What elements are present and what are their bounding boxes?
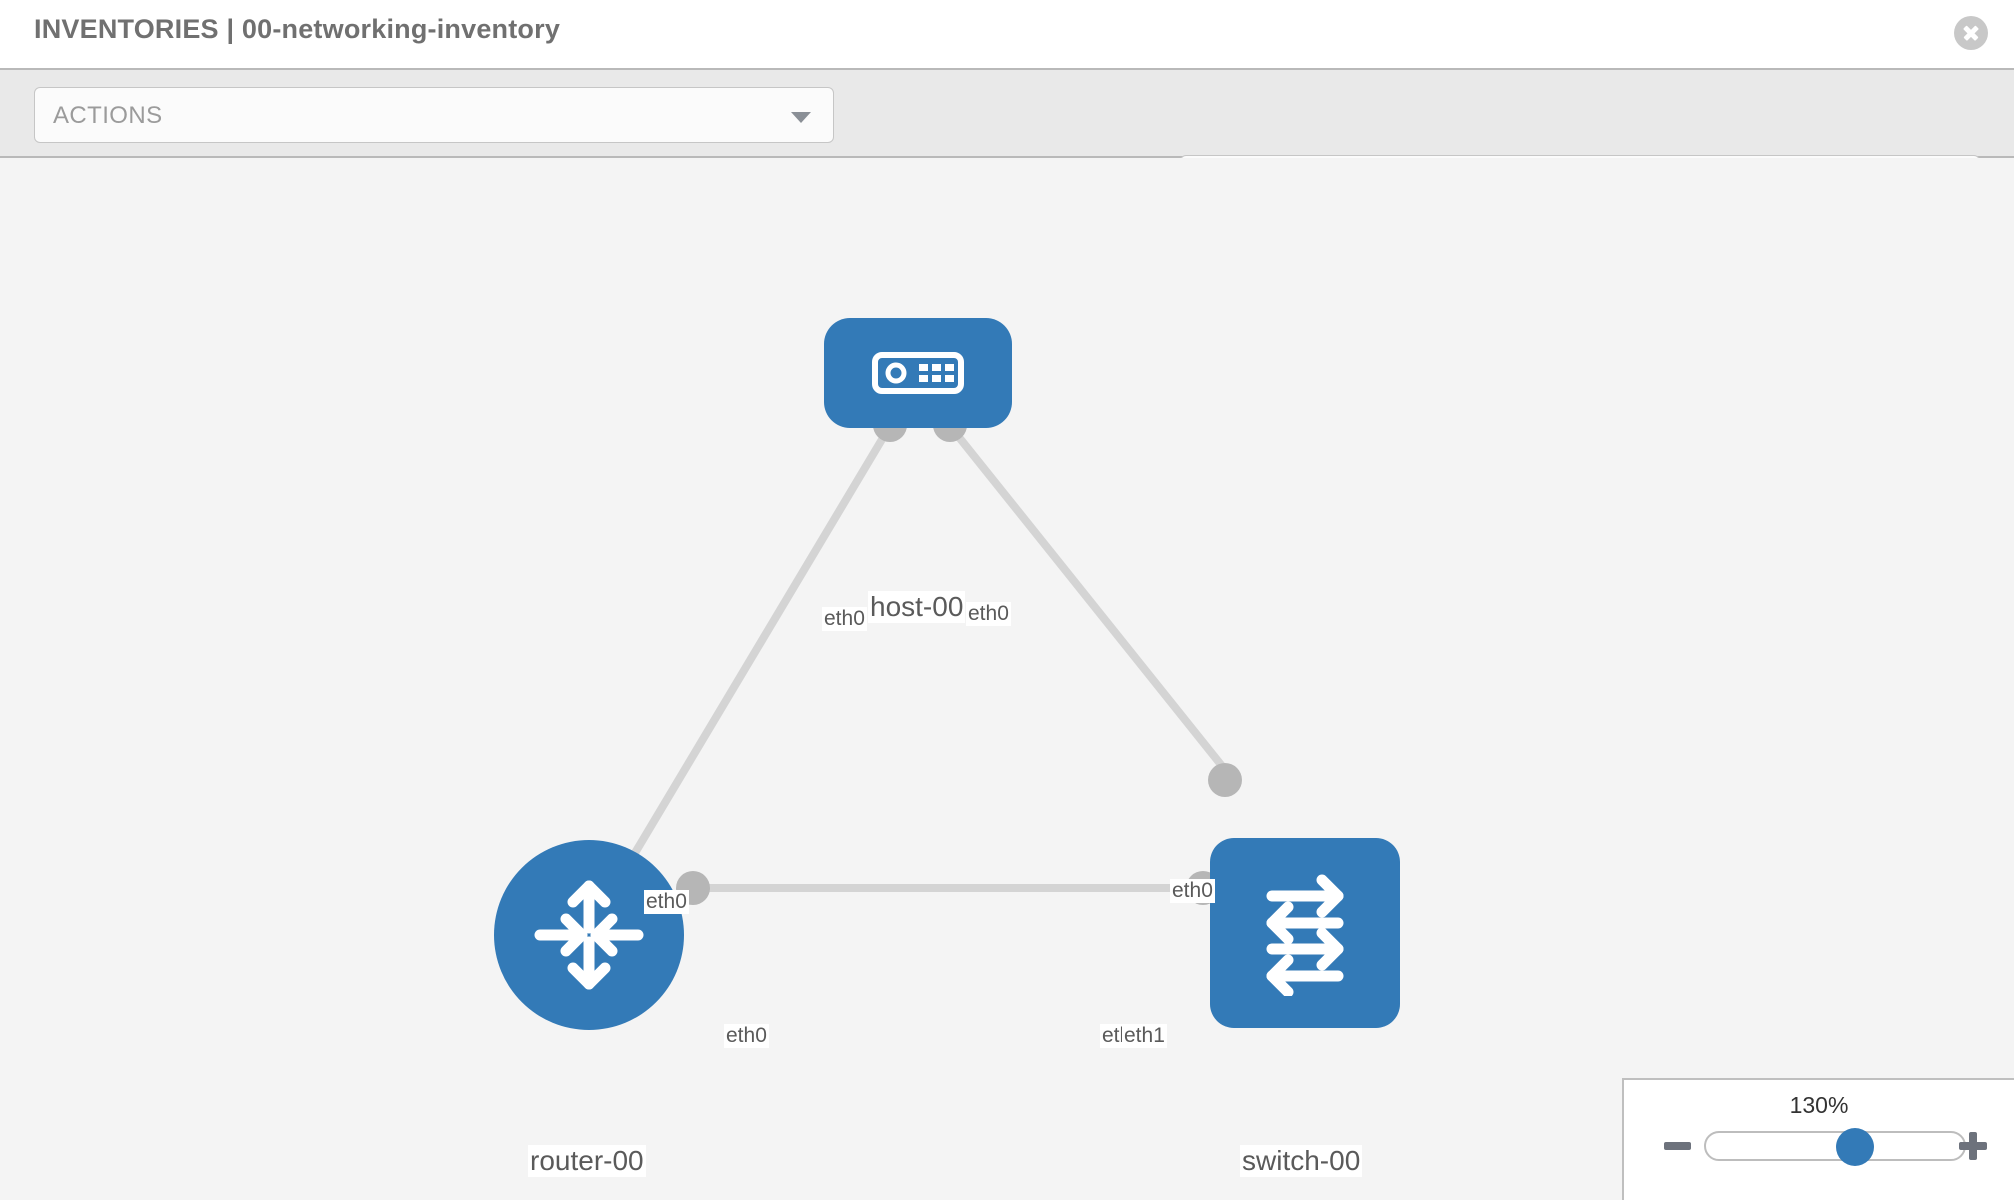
node-router-00[interactable] — [494, 840, 684, 1030]
zoom-slider-handle[interactable] — [1836, 1128, 1874, 1166]
zoom-level-value: 130% — [1789, 1092, 1849, 1118]
page-title: INVENTORIES | 00-networking-inventory — [34, 14, 561, 44]
link-host-switch — [946, 423, 1234, 779]
chevron-down-icon — [791, 112, 811, 123]
node-host-00[interactable] — [824, 318, 1012, 428]
zoom-out-button[interactable] — [1664, 1142, 1691, 1150]
if-label-router-right: eth0 — [724, 1024, 769, 1048]
actions-dropdown[interactable]: ACTIONS — [34, 87, 834, 143]
if-label-host-right: eth0 — [966, 602, 1011, 626]
switch-arrows-icon — [1266, 874, 1344, 996]
page-header: INVENTORIES | 00-networking-inventory — [0, 0, 2014, 68]
zoom-control-panel: 130% — [1622, 1078, 2014, 1200]
topology-links — [616, 423, 1234, 892]
if-label-switch-top: eth0 — [1170, 879, 1215, 903]
server-icon — [872, 352, 964, 394]
node-label-host-00[interactable]: host-00 — [868, 591, 966, 623]
port-switch-top[interactable] — [1208, 763, 1242, 797]
if-label-router-top: eth0 — [644, 890, 689, 914]
node-label-router-00[interactable]: router-00 — [528, 1145, 646, 1177]
router-arrows-icon — [534, 880, 644, 990]
link-host-router — [616, 423, 894, 881]
if-label-switch-left: eth1 — [1122, 1024, 1167, 1048]
toolbar: ACTIONS SEARCH — [0, 68, 2014, 211]
topology-canvas[interactable]: host-00 router-0 — [0, 158, 2014, 1200]
zoom-in-button[interactable] — [1959, 1132, 1987, 1160]
node-switch-00[interactable] — [1210, 838, 1400, 1028]
if-label-host-left: eth0 — [822, 607, 867, 631]
close-icon[interactable] — [1954, 16, 1988, 50]
node-label-switch-00[interactable]: switch-00 — [1240, 1145, 1363, 1177]
zoom-slider[interactable] — [1704, 1128, 1966, 1166]
actions-dropdown-label: ACTIONS — [53, 102, 163, 129]
